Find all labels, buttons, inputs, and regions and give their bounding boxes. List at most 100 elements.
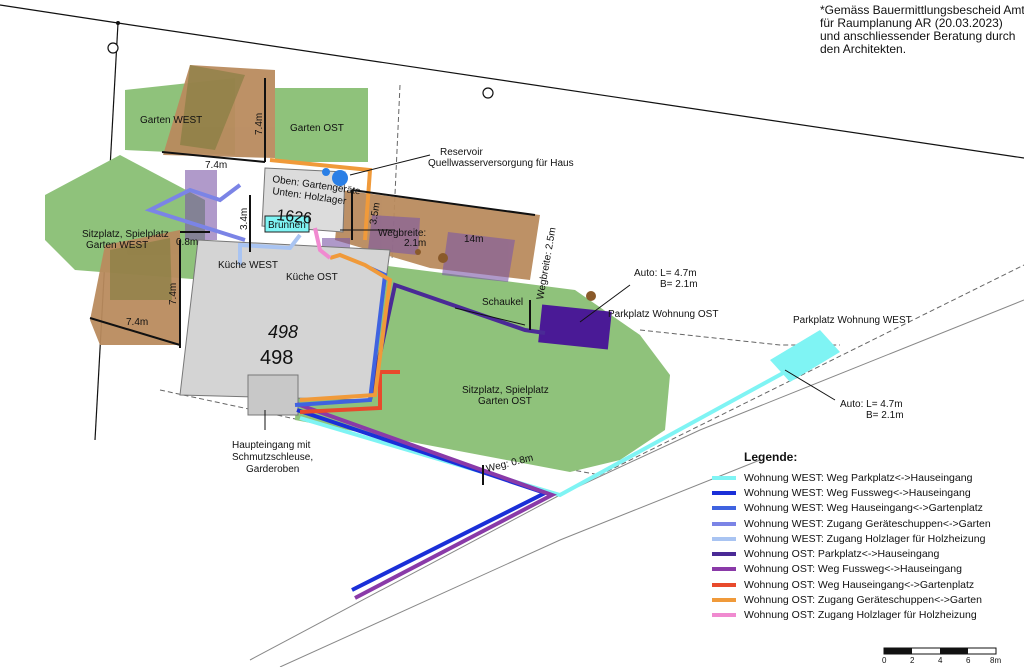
entrance-block	[247, 374, 299, 416]
scale-tick-label: 2	[910, 656, 915, 665]
note-line: und anschliessender Beratung durch	[820, 29, 1016, 43]
dim-label: 7.4m	[168, 283, 179, 305]
path-ost-geraete	[299, 252, 393, 402]
label-brunnen: Brunnen	[268, 220, 306, 231]
parkplatz-ost-area	[538, 304, 612, 350]
legend: Legende: Wohnung WEST: Weg Parkplatz<->H…	[712, 450, 1012, 623]
label-reservoir-1: Reservoir	[440, 147, 483, 158]
path-west-holz	[238, 233, 302, 265]
legend-swatch	[712, 567, 736, 572]
legend-item: Wohnung WEST: Zugang Holzlager für Holzh…	[712, 531, 1012, 546]
legend-item: Wohnung WEST: Weg Hauseingang<->Gartenpl…	[712, 501, 1012, 516]
scale-tick-label: 0	[882, 656, 887, 665]
dim-label: 7.4m	[205, 160, 227, 171]
legend-label: Wohnung WEST: Weg Parkplatz<->Hauseingan…	[744, 471, 973, 484]
legend-item: Wohnung OST: Zugang Holzlager für Holzhe…	[712, 608, 1012, 623]
parkplatz-west-area	[770, 330, 840, 382]
dim-label: 3.4m	[239, 208, 250, 230]
path-ost-garten	[299, 370, 400, 414]
label-garten-ost: Garten OST	[290, 123, 344, 134]
scale-labels: 0 2 4 6 8m	[880, 656, 1010, 667]
label-house-1: 498	[268, 322, 298, 342]
olive-overlays	[110, 65, 245, 300]
label-schaukel: Schaukel	[482, 297, 523, 308]
brunnen-box	[264, 215, 310, 233]
legend-label: Wohnung OST: Zugang Holzlager für Holzhe…	[744, 609, 977, 622]
dim-label: 7.4m	[254, 113, 265, 135]
label-parkplatz-ost: Parkplatz Wohnung OST	[608, 309, 718, 320]
label-shed-number: 1626	[276, 207, 313, 228]
legend-swatch	[712, 582, 736, 587]
dimension-labels: 7.4m 7.4m 3.4m 0.8m 7.4m 7.4m 3.5m 14m	[126, 113, 483, 328]
legend-item: Wohnung OST: Weg Fussweg<->Hauseingang	[712, 562, 1012, 577]
legend-item: Wohnung WEST: Zugang Geräteschuppen<->Ga…	[712, 516, 1012, 531]
boundary-marker	[107, 42, 119, 54]
reservoir-dot	[322, 168, 330, 176]
legend-swatch	[712, 598, 736, 603]
label-haupteingang-2: Schmutzschleuse,	[232, 452, 313, 463]
tree-dot	[415, 249, 421, 255]
legend-label: Wohnung WEST: Zugang Holzlager für Holzh…	[744, 532, 986, 545]
legend-swatch	[712, 613, 736, 618]
dim-label: 7.4m	[126, 317, 148, 328]
legend-label: Wohnung OST: Zugang Geräteschuppen<->Gar…	[744, 594, 982, 607]
path-west-geraete	[144, 183, 246, 242]
legend-label: Wohnung OST: Weg Fussweg<->Hauseingang	[744, 563, 962, 576]
legend-swatch	[712, 475, 736, 480]
label-haupteingang-3: Garderoben	[246, 464, 299, 475]
label-auto-ost-2: B= 2.1m	[660, 279, 698, 290]
legend-item: Wohnung WEST: Weg Parkplatz<->Hauseingan…	[712, 470, 1012, 485]
leader-lines	[264, 154, 836, 430]
label-garten-west: Garten WEST	[140, 115, 202, 126]
label-auto-ost-1: Auto: L= 4.7m	[634, 268, 697, 279]
legend-label: Wohnung WEST: Weg Fussweg<->Hauseingang	[744, 486, 971, 499]
dim-label: 14m	[464, 234, 483, 245]
label-sitzplatz-west-1: Sitzplatz, Spielplatz	[82, 229, 169, 240]
boundary-marker	[482, 87, 494, 99]
regulation-note: *Gemäss Bauermittlungsbescheid Amt für R…	[820, 4, 1024, 56]
label-wegbreite-2: 2.1m	[404, 238, 426, 249]
road-edges	[249, 299, 1024, 667]
purple-zones	[185, 170, 515, 282]
label-parkplatz-west: Parkplatz Wohnung WEST	[793, 315, 912, 326]
dim-label: 3.5m	[368, 202, 383, 226]
label-sitzplatz-ost-1: Sitzplatz, Spielplatz	[462, 385, 549, 396]
reservoir-dot	[332, 170, 348, 186]
label-auto-west-1: Auto: L= 4.7m	[840, 399, 903, 410]
tree-dot	[438, 253, 448, 263]
label-kueche-ost: Küche OST	[286, 272, 338, 283]
legend-swatch	[712, 552, 736, 557]
note-line: für Raumplanung AR (20.03.2023)	[820, 16, 1003, 30]
note-line: den Architekten.	[820, 42, 907, 56]
legend-item: Wohnung OST: Weg Hauseingang<->Gartenpla…	[712, 577, 1012, 592]
path-lines	[144, 158, 786, 600]
legend-label: Wohnung WEST: Zugang Geräteschuppen<->Ga…	[744, 517, 991, 530]
scale-tick-label: 6	[966, 656, 971, 665]
legend-item: Wohnung OST: Parkplatz<->Hauseingang	[712, 546, 1012, 561]
legend-label: Wohnung WEST: Weg Hauseingang<->Gartenpl…	[744, 502, 983, 515]
legend-item: Wohnung WEST: Weg Fussweg<->Hauseingang	[712, 485, 1012, 500]
legend-swatch	[712, 506, 736, 511]
label-sitzplatz-ost-2: Garten OST	[478, 396, 532, 407]
dimension-lines	[89, 78, 536, 485]
legend-swatch	[712, 490, 736, 495]
path-ost-holz	[313, 227, 332, 260]
label-reservoir-2: Quellwasserversorgung für Haus	[428, 158, 574, 169]
label-auto-west-2: B= 2.1m	[866, 410, 904, 421]
scale-tick-label: 4	[938, 656, 943, 665]
tree-dot	[586, 291, 596, 301]
label-haupteingang-1: Haupteingang mit	[232, 440, 311, 451]
legend-label: Wohnung OST: Weg Hauseingang<->Gartenpla…	[744, 578, 975, 591]
path-ost-fussweg	[296, 402, 557, 600]
legend-swatch	[712, 521, 736, 526]
label-wegbreite-1: Wegbreite:	[378, 228, 426, 239]
legend-title: Legende:	[744, 450, 798, 464]
scale-bar	[883, 647, 997, 655]
dim-label: 0.8m	[176, 237, 198, 248]
legend-label: Wohnung OST: Parkplatz<->Hauseingang	[744, 548, 940, 561]
label-sitzplatz-west-2: Garten WEST	[86, 240, 148, 251]
path-west-parkplatz	[299, 370, 786, 498]
label-house-2: 498	[260, 347, 293, 369]
label-kueche-west: Küche WEST	[218, 260, 278, 271]
